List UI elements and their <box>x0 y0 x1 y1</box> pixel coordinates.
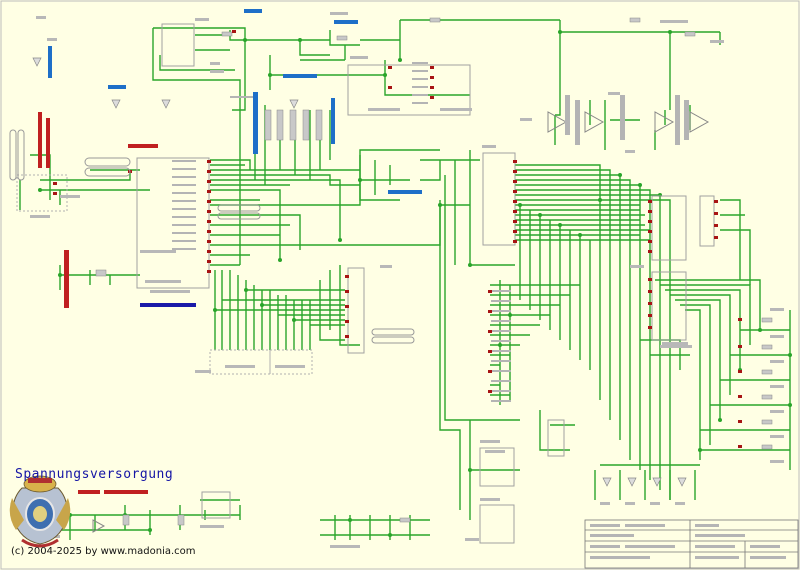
ic-right-upper <box>651 195 687 261</box>
red-mark <box>104 490 148 494</box>
junction-dots <box>38 30 792 537</box>
section-title: Spannungsversorgung <box>15 467 174 482</box>
blue-mark <box>331 98 335 144</box>
pin-marks <box>53 30 742 448</box>
ic-packages <box>136 23 715 544</box>
blue-mark <box>244 9 262 13</box>
blue-mark <box>108 85 126 89</box>
ic-power <box>201 491 231 519</box>
connector-right <box>699 195 715 247</box>
ic-right-lower <box>651 271 687 341</box>
red-mark <box>38 112 42 168</box>
ic-bottom-mid-2 <box>479 504 515 544</box>
ic-center <box>482 152 516 246</box>
wire-network <box>19 19 791 540</box>
blue-mark <box>283 74 317 78</box>
blue-mark <box>253 92 258 154</box>
annotation-bars <box>38 9 422 494</box>
blue-mark <box>140 303 196 307</box>
crest-logo <box>9 475 71 548</box>
ic-bottom-mid-1 <box>479 447 515 487</box>
resistors <box>95 17 773 526</box>
pin-stubs <box>172 62 689 402</box>
copyright-text: (c) 2004-2025 by www.madonia.com <box>11 546 196 557</box>
ic-top-center <box>347 64 471 116</box>
diodes <box>32 57 687 487</box>
blue-mark <box>388 190 422 194</box>
title-block-text <box>590 524 786 559</box>
red-mark <box>128 144 158 148</box>
red-mark <box>46 118 50 168</box>
title-block <box>584 519 799 569</box>
connector-bottom <box>547 419 565 457</box>
ic-top-left <box>161 23 195 67</box>
dashed-groups <box>16 174 313 375</box>
connector-left <box>347 267 365 354</box>
red-mark <box>64 250 69 308</box>
red-mark <box>78 490 100 494</box>
blue-mark <box>334 20 358 24</box>
capsule-connectors <box>9 129 415 344</box>
opamps <box>92 111 710 533</box>
text-placeholders <box>30 12 784 548</box>
blue-mark <box>48 46 52 78</box>
